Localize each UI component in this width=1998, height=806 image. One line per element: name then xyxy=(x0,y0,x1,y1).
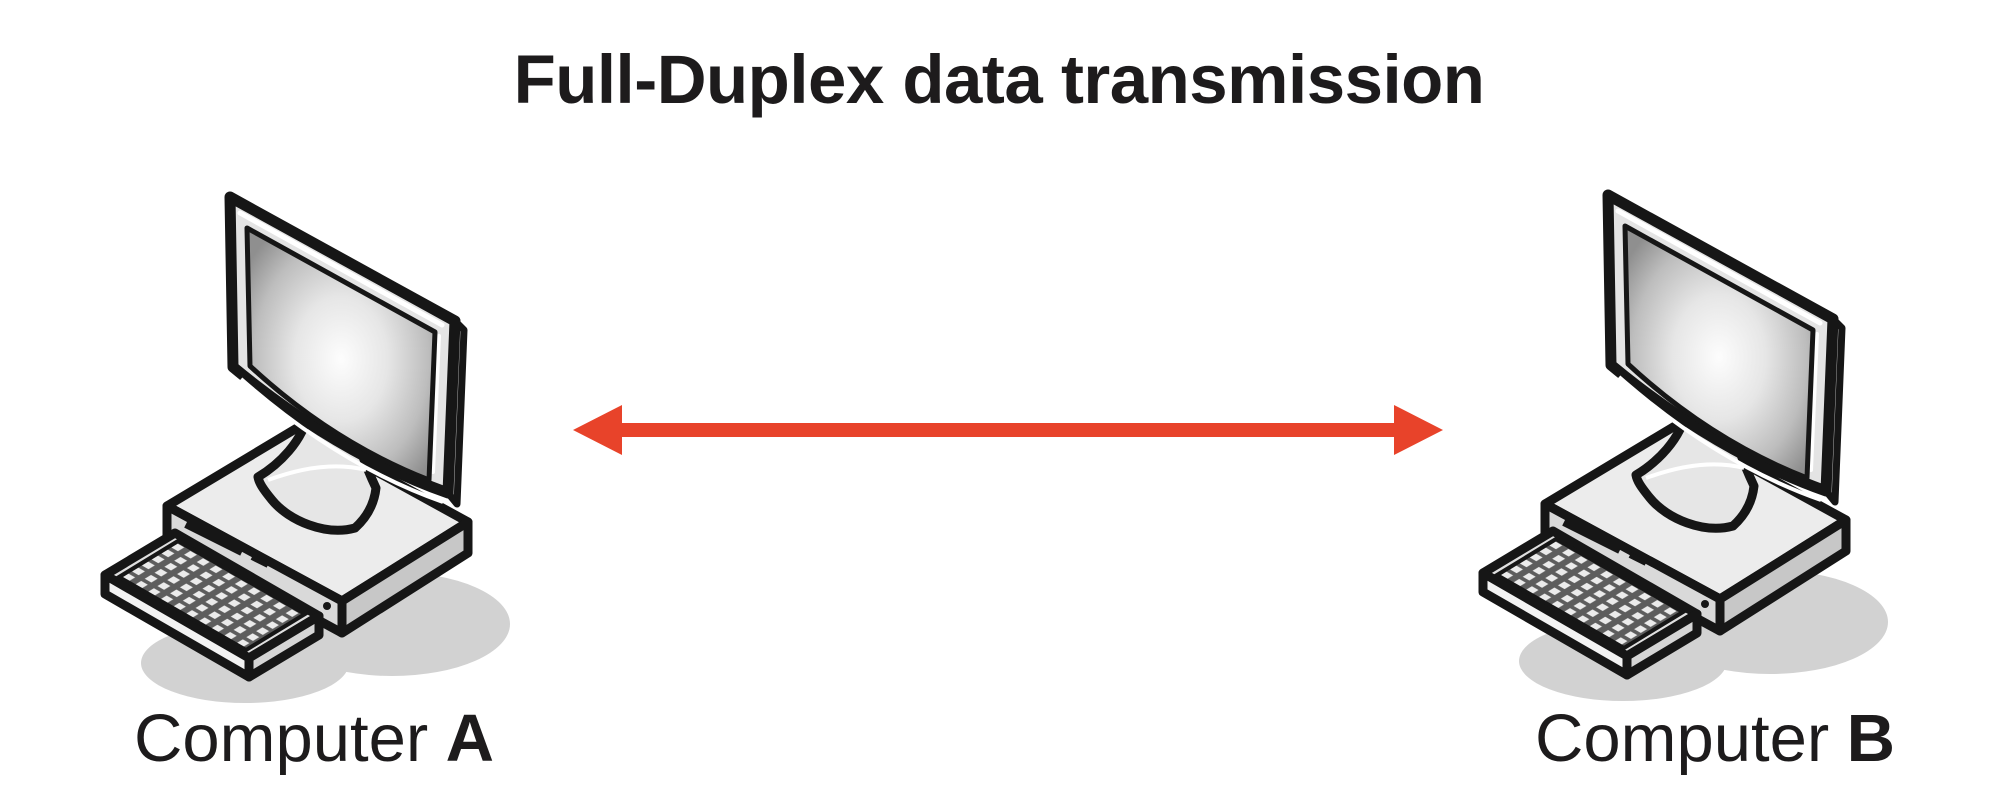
computer-letter: B xyxy=(1846,701,1895,776)
computer-name: Computer xyxy=(1535,701,1830,776)
arrow-polygon xyxy=(573,405,1443,455)
desktop-computer-icon xyxy=(60,136,540,716)
computer-letter: A xyxy=(445,701,494,776)
computer-name: Computer xyxy=(134,701,429,776)
bidirectional-arrow-icon xyxy=(573,405,1443,455)
diagram-title: Full-Duplex data transmission xyxy=(513,41,1485,118)
desktop-computer-icon xyxy=(1438,134,1918,714)
